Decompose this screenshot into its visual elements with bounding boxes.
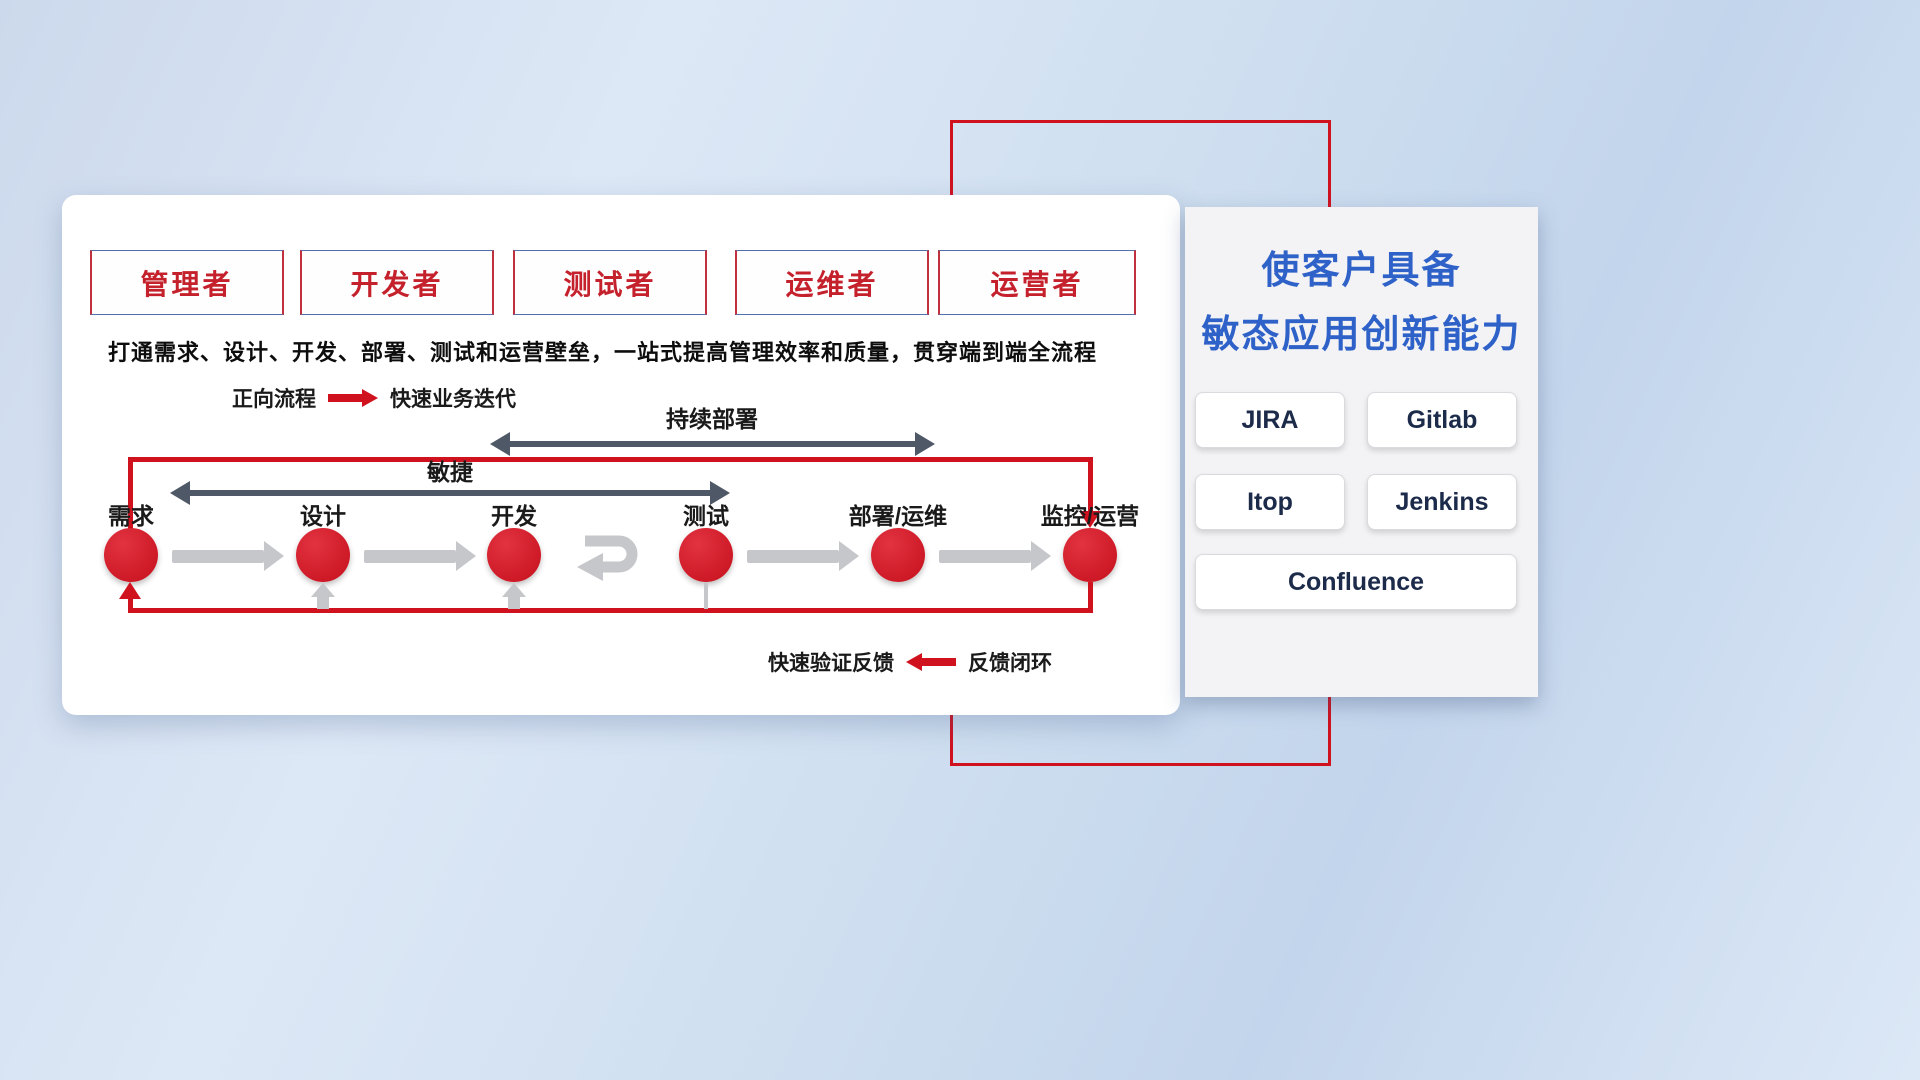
forward-loop-top-line <box>128 457 1093 462</box>
forward-loop-right-line <box>1088 457 1093 513</box>
step-arrow-4-icon <box>939 541 1051 571</box>
node-circle-develop <box>487 528 541 582</box>
role-label-ops: 运维者 <box>785 268 879 300</box>
tool-chip-gitlab: Gitlab <box>1367 392 1517 448</box>
legend-forward-desc: 快速业务迭代 <box>390 388 516 411</box>
node-label-requirements: 需求 <box>108 503 154 529</box>
role-label-operator: 运营者 <box>990 268 1084 300</box>
tool-chip-jenkins: Jenkins <box>1367 474 1517 530</box>
devops-flow-panel: 管理者 开发者 测试者 运维者 运营者 打通需求、设计、开发、部署、测试和运营壁… <box>62 195 1180 715</box>
test-feedback-connector <box>704 582 708 609</box>
tool-chip-confluence: Confluence <box>1195 554 1517 610</box>
tool-chip-jira: JIRA <box>1195 392 1345 448</box>
node-label-design: 设计 <box>300 503 346 529</box>
node-circle-design <box>296 528 350 582</box>
node-label-test: 测试 <box>683 503 729 529</box>
tool-chip-itop: Itop <box>1195 474 1345 530</box>
forward-loop-left-line <box>128 457 133 530</box>
role-box-manager: 管理者 <box>90 250 284 315</box>
capability-title-line2: 敏态应用创新能力 <box>1201 314 1522 356</box>
feedback-up-arrow-develop-icon <box>502 583 526 609</box>
continuous-deploy-arrow-icon <box>490 431 935 457</box>
agile-label: 敏捷 <box>427 459 473 485</box>
feedback-loop-bottom-line <box>128 608 1093 613</box>
node-circle-monitor-ops <box>1063 528 1117 582</box>
node-circle-test <box>679 528 733 582</box>
node-circle-requirements <box>104 528 158 582</box>
step-arrow-2-icon <box>364 541 476 571</box>
continuous-deploy-label: 持续部署 <box>666 406 758 432</box>
role-label-manager: 管理者 <box>140 268 234 300</box>
legend-forward: 正向流程 快速业务迭代 <box>232 383 516 413</box>
legend-feedback-term: 反馈闭环 <box>968 652 1052 675</box>
role-box-tester: 测试者 <box>513 250 707 315</box>
feedback-loop-left-line <box>128 597 133 610</box>
feedback-loop-right-line <box>1088 582 1093 612</box>
step-arrow-3-icon <box>747 541 859 571</box>
node-circle-deploy-ops <box>871 528 925 582</box>
capability-title-line1: 使客户具备 <box>1261 250 1462 292</box>
node-label-monitor-ops: 监控/运营 <box>1040 503 1140 529</box>
role-box-developer: 开发者 <box>300 250 494 315</box>
role-label-tester: 测试者 <box>563 268 657 300</box>
node-label-develop: 开发 <box>491 503 537 529</box>
legend-forward-term: 正向流程 <box>232 388 316 411</box>
role-box-operator: 运营者 <box>938 250 1136 315</box>
panel-subtitle: 打通需求、设计、开发、部署、测试和运营壁垒，一站式提高管理效率和质量，贯穿端到端… <box>108 340 1098 365</box>
capability-panel: 使客户具备 敏态应用创新能力 JIRA Gitlab Itop Jenkins … <box>1185 207 1538 697</box>
iteration-loop-icon <box>577 535 638 581</box>
feedback-loop-arrowhead-icon <box>119 582 141 599</box>
forward-loop-arrowhead-icon <box>1079 511 1101 528</box>
step-arrow-1-icon <box>172 541 284 571</box>
feedback-arrow-icon <box>906 653 956 671</box>
forward-arrow-icon <box>328 389 378 407</box>
feedback-up-arrow-design-icon <box>311 583 335 609</box>
role-box-ops: 运维者 <box>735 250 929 315</box>
agile-arrow-icon <box>170 480 730 506</box>
role-label-developer: 开发者 <box>350 268 444 300</box>
legend-feedback-desc: 快速验证反馈 <box>768 652 894 675</box>
node-label-deploy-ops: 部署/运维 <box>848 503 948 529</box>
legend-feedback: 快速验证反馈 反馈闭环 <box>768 647 1052 677</box>
